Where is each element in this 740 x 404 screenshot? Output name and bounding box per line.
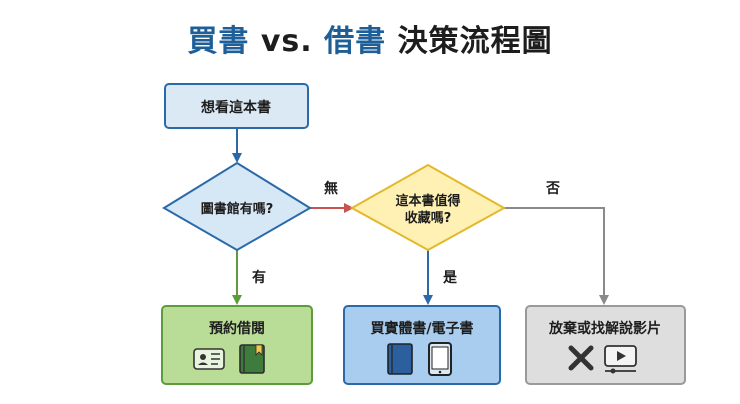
result-buy: 買實體書/電子書: [343, 305, 501, 385]
decision-worth: 這本書值得 收藏嗎?: [349, 163, 507, 252]
book-icon: [239, 344, 265, 374]
title-borrow: 借書: [324, 24, 387, 59]
result-give-up: 放棄或找解說影片: [525, 305, 686, 385]
result-borrow-label: 預約借閱: [209, 320, 265, 337]
title-rest: 決策流程圖: [386, 24, 553, 59]
x-icon: [568, 345, 594, 371]
page-title: 買書 vs. 借書 決策流程圖: [0, 16, 740, 60]
result-borrow: 預約借閱: [161, 305, 313, 385]
edge-label-yes-worth: 是: [443, 270, 458, 286]
edge-label-no-library: 無: [324, 180, 338, 197]
book-icon: [387, 343, 413, 375]
library-card-icon: [193, 348, 225, 370]
title-buy: 買書: [187, 24, 250, 59]
decision-library-label: 圖書館有嗎?: [201, 201, 274, 217]
decision-library: 圖書館有嗎?: [162, 161, 312, 252]
result-give-up-label: 放棄或找解說影片: [548, 320, 661, 337]
title-vs: vs.: [249, 24, 325, 59]
start-node-label: 想看這本書: [200, 99, 271, 116]
tablet-icon: [428, 342, 452, 376]
decision-worth-label-line2: 收藏嗎?: [405, 210, 452, 226]
result-buy-label: 買實體書/電子書: [370, 320, 473, 337]
edge-label-no-worth: 否: [545, 181, 560, 197]
video-player-icon: [604, 345, 637, 374]
decision-worth-label-line1: 這本書值得: [395, 193, 460, 209]
arrow-worth-no: [504, 207, 609, 305]
edge-label-yes-library: 有: [252, 269, 266, 286]
start-node: 想看這本書: [164, 83, 309, 129]
